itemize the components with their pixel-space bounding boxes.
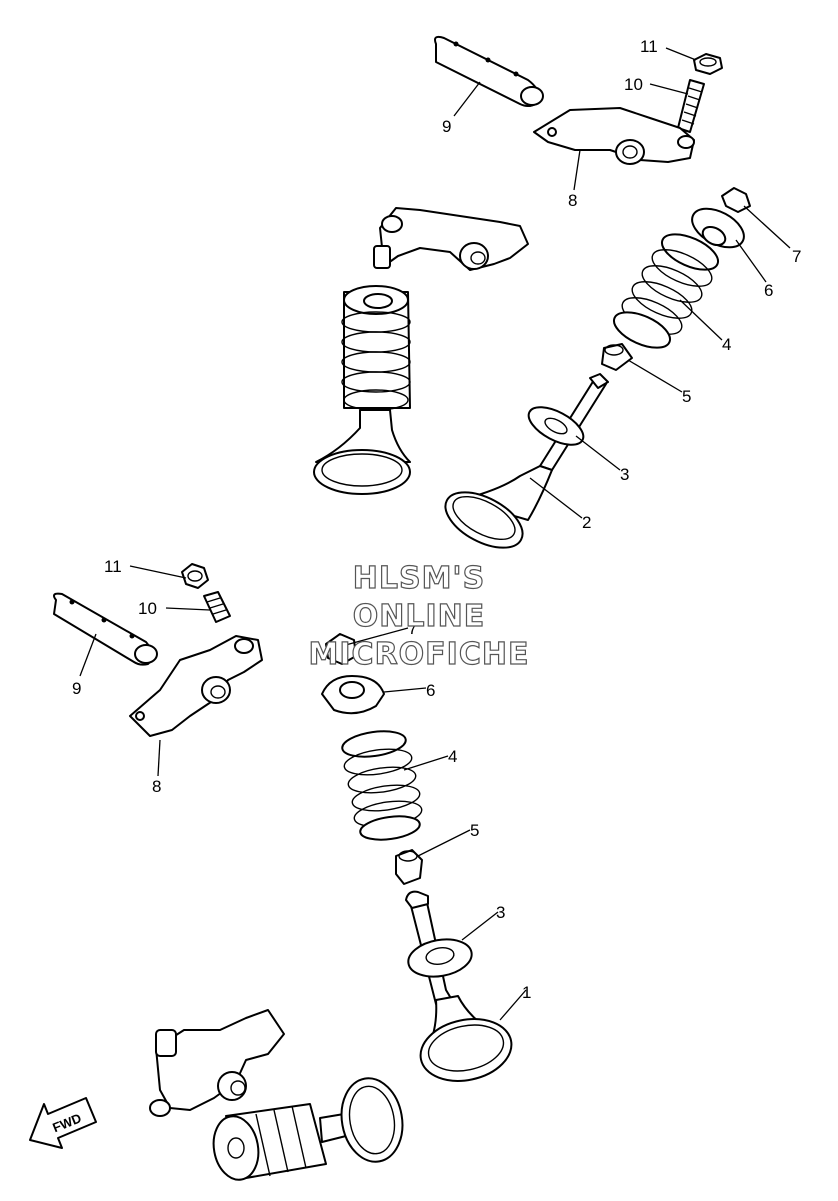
callout-10-top: 10 [624,75,643,94]
rocker-arm-bottom [129,635,263,737]
watermark-line-1: HLSM'S [353,561,485,596]
valve-spring-assembly-upper-unlabeled [313,285,411,495]
callout-8-top: 8 [568,191,577,210]
valve-keeper-bottom [325,633,357,665]
watermark: HLSM'S ONLINE MICROFICHE [308,560,530,672]
rocker-arm-top [533,107,695,165]
rocker-arm-lower-unlabeled [149,1009,285,1117]
watermark-line-3: MICROFICHE [309,637,530,672]
fwd-arrow-icon: FWD [29,1097,97,1149]
callout-3-bottom: 3 [496,903,505,922]
adjuster-screw-bottom [203,591,231,623]
spring-seat-bottom [407,938,473,978]
callout-6-top: 6 [764,281,773,300]
exhaust-valve-top [444,373,609,549]
leader-lines [79,47,791,1021]
callout-7-bottom: 7 [408,619,417,638]
rocker-shaft-bottom [53,592,158,666]
callout-7-top: 7 [792,247,801,266]
valve-keeper-top [721,187,751,213]
valve-spring-bottom [341,730,423,841]
callout-10-bottom: 10 [138,599,157,618]
adjuster-screw-top [677,79,705,133]
valve-stem-seal-top [601,343,633,371]
intake-valve-bottom [405,890,513,1082]
callout-3-top: 3 [620,465,629,484]
callout-2-top: 2 [582,513,591,532]
callout-6-bottom: 6 [426,681,435,700]
callout-1-bottom: 1 [522,983,531,1002]
callout-11-top: 11 [640,37,658,56]
spring-retainer-bottom [321,675,385,715]
watermark-line-2: ONLINE [353,599,486,634]
callout-4-bottom: 4 [448,747,457,766]
spring-retainer-top [691,207,745,249]
adjuster-nut-top [693,53,723,75]
callouts-top: 11 10 9 8 7 6 4 5 3 2 [442,37,801,532]
callout-9-top: 9 [442,117,451,136]
callout-5-top: 5 [682,387,691,406]
callout-8-bottom: 8 [152,777,161,796]
callout-4-top: 4 [722,335,731,354]
callout-9-bottom: 9 [72,679,81,698]
valve-stem-seal-bottom [395,849,423,885]
rocker-arm-upper-unlabeled [373,207,529,271]
rocker-shaft-top [434,35,544,107]
spring-seat-top [527,406,585,446]
valve-spring-assembly-lower-unlabeled [212,1077,404,1181]
callouts-bottom: 11 10 9 8 7 6 4 5 3 1 [72,557,531,1002]
valve-spring-top [613,233,719,349]
adjuster-nut-bottom [181,563,209,589]
callout-5-bottom: 5 [470,821,479,840]
callout-11-bottom: 11 [104,557,122,576]
